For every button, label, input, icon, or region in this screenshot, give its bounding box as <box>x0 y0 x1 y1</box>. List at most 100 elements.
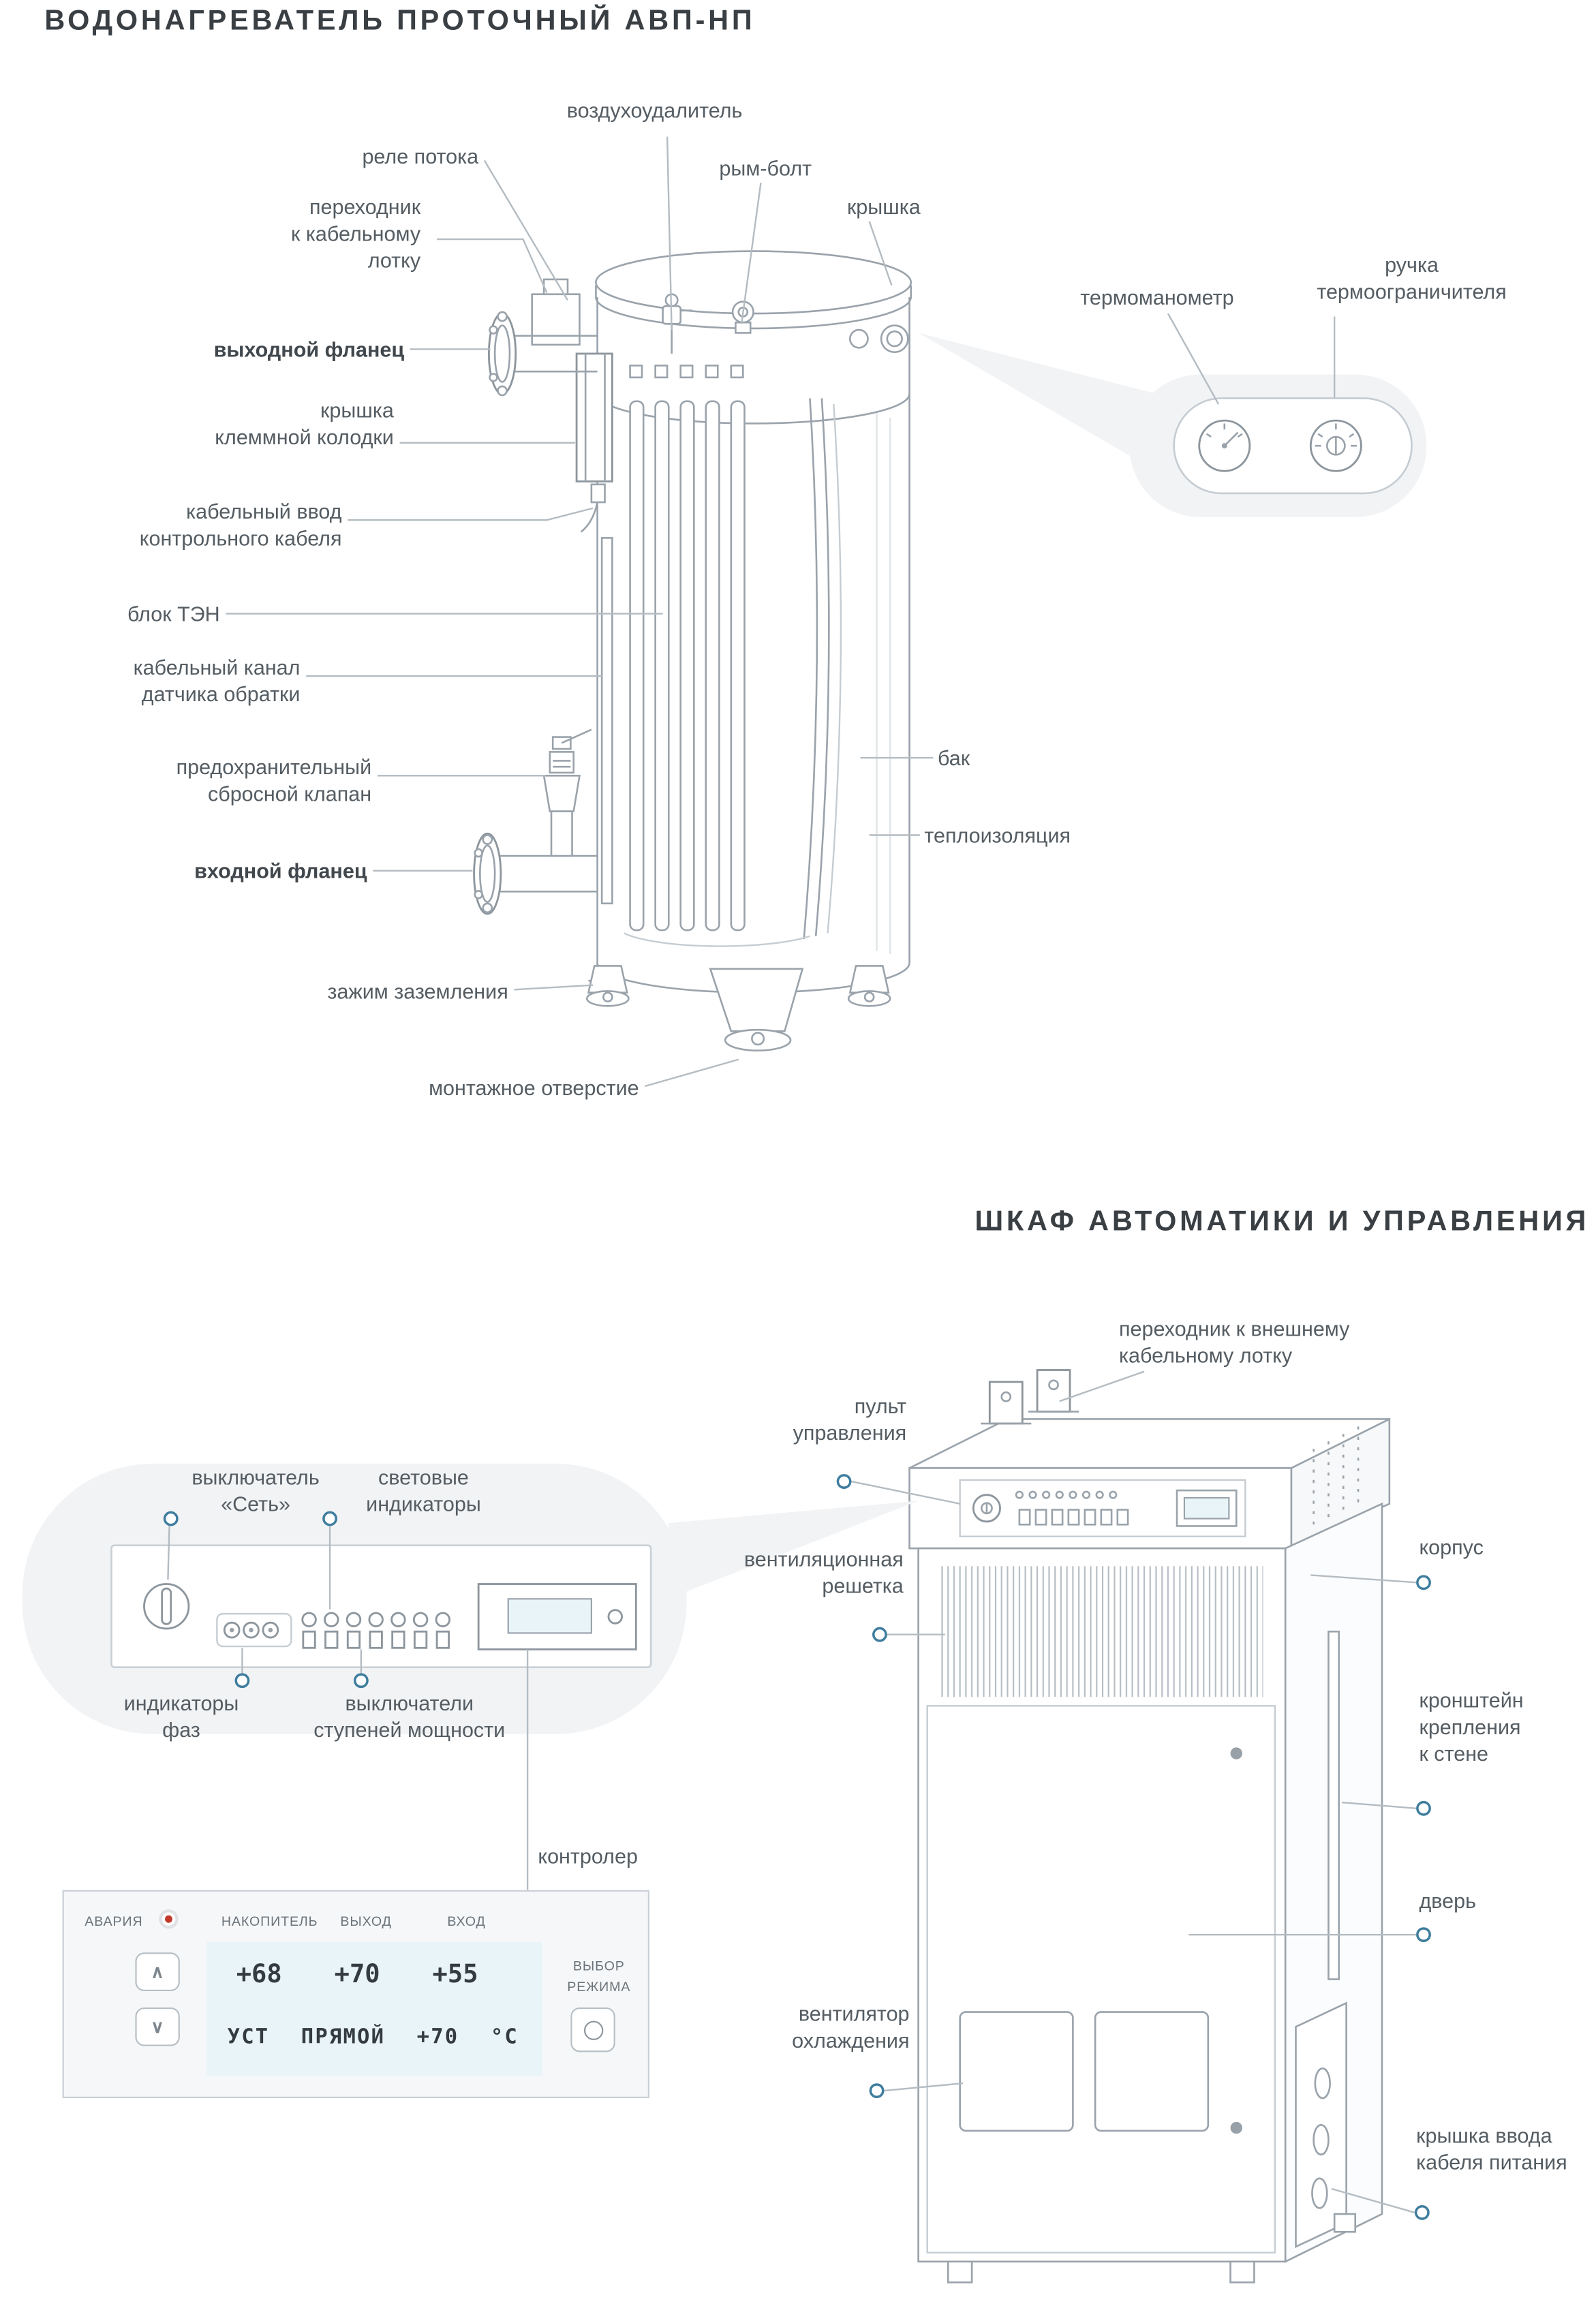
connector-dot <box>872 1627 887 1642</box>
vent-grille-art <box>939 1566 1263 1697</box>
gauge-callout <box>918 333 1427 517</box>
label-air-vent: воздухоудалитель <box>566 97 743 122</box>
label-terminal-cover: крышка клеммной колодки <box>215 398 394 449</box>
label-return-sensor-channel: кабельный канал датчика обратки <box>133 655 301 706</box>
chevron-down-icon: ∨ <box>151 2016 164 2037</box>
fan-grille-right <box>1094 2011 1210 2132</box>
mode-button-ring-icon <box>583 2020 603 2040</box>
panel-callout <box>22 1463 919 1734</box>
label-wall-bracket: кронштейн крепления к стене <box>1419 1688 1524 1766</box>
chevron-up-icon: ∧ <box>151 1961 164 1982</box>
down-button: ∨ <box>135 2007 180 2046</box>
heater-drawing <box>473 250 912 1051</box>
output-column-label: ВЫХОД <box>340 1913 392 1929</box>
fan-grille-left <box>959 2011 1074 2132</box>
label-tank: бак <box>937 745 970 770</box>
connector-dot <box>1414 2205 1430 2220</box>
power-switch-art <box>143 1583 190 1630</box>
sensor-cable-channel <box>600 537 613 905</box>
alarm-led-core <box>165 1915 172 1923</box>
limiter-handle-gauge <box>1309 419 1362 472</box>
phase-indicators-art <box>216 1612 292 1648</box>
cabinet-section-title: ШКАФ АВТОМАТИКИ И УПРАВЛЕНИЯ <box>975 1206 1590 1238</box>
label-safety-valve: предохранительный сбросной клапан <box>176 754 372 805</box>
outlet-flange <box>487 311 598 397</box>
lcd-display: +68 +70 +55 УСТ ПРЯМОЙ +70 °С <box>206 1942 542 2076</box>
panel-recess <box>959 1479 1246 1537</box>
label-thermomanometer: термоманометр <box>1080 285 1234 309</box>
label-cable-tray-adapter: переходник к кабельному лотку <box>290 194 421 272</box>
thermomanometer-gauge <box>1198 419 1251 472</box>
heating-elements <box>629 400 746 932</box>
leader-lines <box>167 136 1417 2214</box>
mode-value: ПРЯМОЙ <box>301 2025 386 2050</box>
inlet-flange <box>473 832 598 915</box>
label-lid: крышка <box>846 194 921 219</box>
connector-dot <box>836 1474 852 1489</box>
label-enclosure: корпус <box>1419 1535 1484 1559</box>
connector-dot <box>1416 1927 1431 1943</box>
label-phase-indicators: индикаторы фаз <box>123 1691 239 1742</box>
top-port <box>880 324 909 354</box>
output-value: +70 <box>334 1960 380 1990</box>
label-heating-block: блок ТЭН <box>127 602 220 626</box>
label-external-tray-adapter: переходник к внешнему кабельному лотку <box>1118 1317 1350 1367</box>
terminal-box <box>575 352 613 533</box>
label-flow-relay: реле потока <box>362 144 479 168</box>
alarm-led <box>159 1909 179 1929</box>
label-insulation: теплоизоляция <box>924 823 1071 847</box>
label-control-cable-entry: кабельный ввод контрольного кабеля <box>139 499 342 550</box>
label-light-indicators: световые индикаторы <box>366 1465 481 1516</box>
top-studs <box>629 365 744 379</box>
connector-dot <box>163 1511 179 1526</box>
input-column-label: ВХОД <box>447 1913 486 1929</box>
door-outline <box>926 1705 1276 2253</box>
connector-dot <box>353 1673 369 1689</box>
connector-dots <box>163 1474 1431 2220</box>
label-ground-clamp: зажим заземления <box>327 979 508 1003</box>
label-inlet-flange: входной фланец <box>194 859 367 883</box>
controller-panel: АВАРИЯ НАКОПИТЕЛЬ ВЫХОД ВХОД ∧ ∨ +68 +70… <box>62 1890 649 2099</box>
controller-display-art <box>477 1583 637 1650</box>
unit-label: °С <box>490 2025 519 2050</box>
cabinet-feet <box>947 2213 1357 2283</box>
label-limiter-handle: ручка термоограничителя <box>1317 252 1507 303</box>
tray-adapter-bracket <box>981 1369 1079 1425</box>
label-cooling-fan: вентилятор охлаждения <box>792 2001 910 2052</box>
set-value: +70 <box>416 2025 459 2050</box>
label-stage-switches: выключатели ступеней мощности <box>313 1691 506 1742</box>
set-label: УСТ <box>227 2025 270 2050</box>
connector-dot <box>869 2083 885 2099</box>
connector-dot <box>1416 1575 1431 1590</box>
safety-valve <box>542 728 592 857</box>
stage-switches-art <box>301 1612 451 1649</box>
label-vent-grille: вентиляционная решетка <box>743 1547 904 1597</box>
display-second-row: УСТ ПРЯМОЙ +70 °С <box>228 2025 519 2049</box>
label-controller: контролер <box>538 1844 638 1868</box>
wall-bracket-art <box>1328 1630 1340 1980</box>
label-power-switch: выключатель «Сеть» <box>191 1465 320 1516</box>
label-eye-bolt: рым-болт <box>719 155 812 180</box>
cabinet-drawing <box>908 1369 1391 2283</box>
label-door: дверь <box>1419 1888 1477 1913</box>
storage-column-label: НАКОПИТЕЛЬ <box>221 1913 318 1929</box>
top-port <box>848 328 869 349</box>
connector-dot <box>322 1511 337 1526</box>
label-mounting-hole: монтажное отверстие <box>429 1075 639 1100</box>
mode-select-button <box>570 2007 615 2052</box>
input-value: +55 <box>432 1960 478 1990</box>
connector-dot <box>234 1673 250 1689</box>
label-control-panel: пульт управления <box>793 1394 907 1445</box>
storage-value: +68 <box>236 1960 282 1990</box>
heater-feet <box>586 965 891 1051</box>
mode-select-label: ВЫБОР РЕЖИМА <box>567 1958 631 1994</box>
label-outlet-flange: выходной фланец <box>213 337 405 361</box>
alarm-label: АВАРИЯ <box>85 1913 143 1929</box>
connector-dot <box>1416 1800 1431 1816</box>
up-button: ∧ <box>135 1952 180 1992</box>
power-cable-cover-art <box>1295 2001 1347 2249</box>
heater-section-title: ВОДОНАГРЕВАТЕЛЬ ПРОТОЧНЫЙ АВП-НП <box>44 5 756 37</box>
